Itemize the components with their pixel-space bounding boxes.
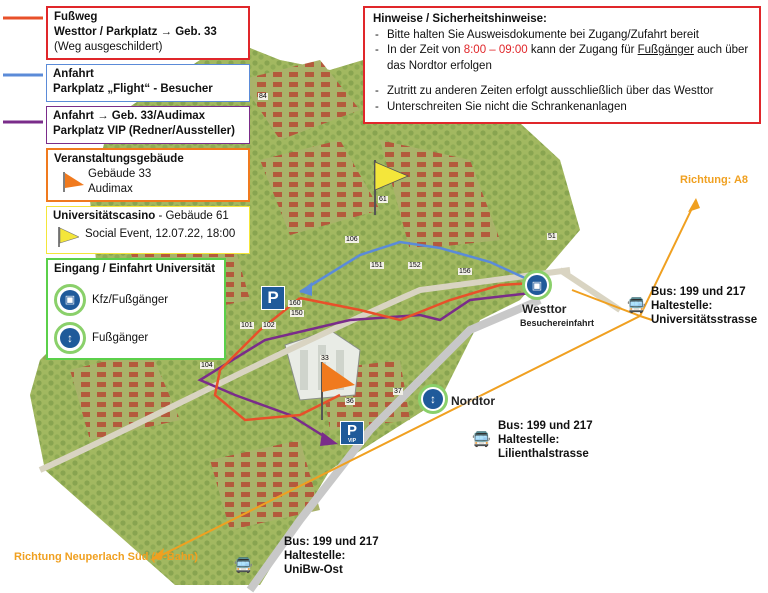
bus-stop-lilienthalstrasse: Bus: 199 und 217 Haltestelle: Lilienthal… — [498, 419, 593, 461]
building-label-33: 33 — [320, 355, 330, 362]
legend-entrance: Eingang / Einfahrt Universität ▣ Kfz/Fuß… — [46, 258, 226, 360]
notes-item: Unterschreiten Sie nicht die Schrankenan… — [373, 100, 751, 116]
notes-item: Bitte halten Sie Ausweisdokumente bei Zu… — [373, 28, 751, 44]
parking-vip-letter: P — [346, 422, 357, 439]
legend-arrival-vip: Anfahrt → Geb. 33/Audimax Parkplatz VIP … — [46, 106, 250, 144]
legend-event-building: Veranstaltungsgebäude Gebäude 33 Audimax — [46, 148, 250, 202]
bus-stop-name: UniBw-Ost — [284, 564, 343, 576]
westtor-label: Westtor — [522, 302, 567, 316]
notes-time: 8:00 – 09:00 — [463, 44, 528, 56]
building-label-84: 84 — [258, 93, 268, 100]
bus-icon: 🚍 — [627, 297, 646, 314]
bus-stop-unibw-ost: Bus: 199 und 217 Haltestelle: UniBw-Ost — [284, 535, 379, 577]
car-icon: ▣ — [64, 293, 76, 306]
building-label-152: 152 — [408, 262, 422, 269]
building-label-51: 51 — [547, 233, 557, 240]
bus-icon: 🚍 — [234, 557, 253, 574]
orange-flag-icon — [63, 172, 84, 192]
parking-flight-sign: P — [261, 286, 285, 310]
bus-stop-name: Lilienthalstrasse — [498, 448, 589, 460]
legend-casino-building: - Gebäude 61 — [155, 210, 229, 222]
footpath-swatch — [3, 16, 43, 20]
visitors-route-swatch — [3, 73, 43, 77]
legend-footpath-route: Westtor / Parkplatz → Geb. 33 — [54, 26, 217, 38]
route-vip — [197, 290, 541, 442]
vip-route-swatch — [3, 120, 43, 124]
bus-stop-caption: Haltestelle: — [284, 550, 346, 562]
bus-lines: Bus: 199 und 217 — [651, 286, 746, 298]
parking-vip-sign: P VIP — [340, 421, 364, 445]
building-label-102: 102 — [262, 322, 276, 329]
legend-vip-title: Anfahrt → Geb. 33/Audimax — [53, 110, 206, 122]
legend-footpath-title: Fußweg — [54, 11, 98, 23]
notes-item-text: auch über — [693, 44, 749, 56]
building-label-160: 160 — [288, 300, 302, 307]
legend-arrival-visitors: Anfahrt Parkplatz „Flight“ - Besucher — [46, 64, 250, 102]
building-label-150: 150 — [290, 310, 304, 317]
notes-title: Hinweise / Sicherheitshinweise: — [373, 13, 547, 25]
legend-event-title: Veranstaltungsgebäude — [54, 153, 184, 165]
westtor-marker: ▣ — [522, 270, 552, 300]
bus-lines: Bus: 199 und 217 — [498, 420, 593, 432]
notes-item-text: kann der Zugang für — [527, 44, 638, 56]
building-label-104: 104 — [200, 362, 214, 369]
car-entrance-icon: ▣ — [54, 284, 86, 316]
parking-vip-text: VIP — [347, 438, 357, 444]
legend-casino-event: Social Event, 12.07.22, 18:00 — [85, 228, 236, 240]
bus-stop-name: Universitätsstrasse — [651, 314, 758, 326]
direction-neuperlach: Richtung Neuperlach Süd (U-Bahn) — [14, 551, 198, 563]
nordtor-label: Nordtor — [451, 394, 495, 408]
bus-lines: Bus: 199 und 217 — [284, 536, 379, 548]
pedestrian-icon: ↕ — [67, 330, 73, 345]
building-label-151: 151 — [370, 262, 384, 269]
bus-stop-universitaetsstrasse: Bus: 199 und 217 Haltestelle: Universitä… — [651, 285, 757, 327]
building-label-61: 61 — [378, 196, 388, 203]
legend-footpath-note: (Weg ausgeschildert) — [54, 41, 163, 53]
legend-entrance-title: Eingang / Einfahrt Universität — [54, 263, 216, 275]
notes-underlined: Fußgänger — [637, 44, 694, 56]
pedestrian-icon: ↕ — [430, 392, 436, 406]
legend-casino: Universitätscasino - Gebäude 61 Social E… — [46, 206, 250, 254]
legend-casino-name: Universitätscasino — [53, 210, 156, 222]
notes-item-text: In der Zeit von — [387, 44, 464, 56]
legend-footpath: Fußweg Westtor / Parkplatz → Geb. 33 (We… — [46, 6, 250, 60]
legend-casino-title: Universitätscasino - Gebäude 61 — [53, 209, 243, 224]
nordtor-marker: ↕ — [418, 384, 448, 414]
legend-event-audimax: Audimax — [88, 183, 133, 195]
legend-event-building-33: Gebäude 33 — [88, 168, 152, 180]
yellow-flag-icon — [58, 227, 79, 247]
notes-item: In der Zeit von 8:00 – 09:00 kann der Zu… — [373, 43, 751, 74]
legend-vip-text: Parkplatz VIP (Redner/Aussteller) — [53, 125, 235, 137]
car-icon: ▣ — [531, 279, 543, 292]
safety-notes: Hinweise / Sicherheitshinweise: Bitte ha… — [363, 6, 761, 124]
notes-item: Zutritt zu anderen Zeiten erfolgt aussch… — [373, 84, 751, 100]
building-label-37: 37 — [393, 388, 403, 395]
legend-entrance-car: Kfz/Fußgänger — [92, 294, 169, 306]
pedestrian-entrance-icon: ↕ — [54, 322, 86, 354]
casino-flag — [374, 161, 410, 191]
bus-stop-caption: Haltestelle: — [498, 434, 560, 446]
bus-stop-caption: Haltestelle: — [651, 300, 713, 312]
westtor-sublabel: Besuchereinfahrt — [520, 318, 595, 328]
notes-list: Bitte halten Sie Ausweisdokumente bei Zu… — [373, 28, 751, 116]
route-visitors — [299, 240, 541, 294]
parking-letter: P — [267, 288, 279, 307]
legend-entrance-pedestrian: Fußgänger — [92, 332, 149, 344]
route-footpath — [213, 281, 536, 422]
direction-a8: Richtung: A8 — [680, 174, 749, 186]
building-label-156: 156 — [458, 268, 472, 275]
legend-visitors-text: Parkplatz „Flight“ - Besucher — [53, 83, 213, 95]
bus-icon: 🚍 — [472, 431, 491, 448]
building-label-101: 101 — [240, 322, 254, 329]
notes-item-text: das Nordtor erfolgen — [387, 59, 492, 72]
event-flag — [322, 362, 355, 392]
building-label-106: 106 — [345, 236, 359, 243]
legend-visitors-title: Anfahrt — [53, 68, 94, 80]
building-label-36: 36 — [345, 398, 355, 405]
